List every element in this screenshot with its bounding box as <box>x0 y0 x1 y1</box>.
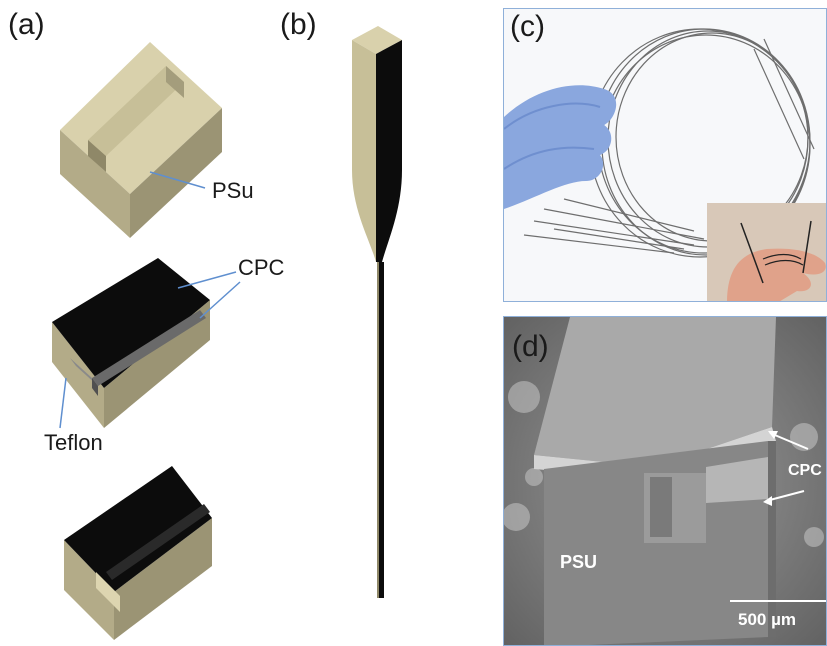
sem-micrograph <box>504 317 826 645</box>
psu-annotation: PSu <box>212 178 254 203</box>
panel-d-sem-image <box>503 316 827 646</box>
teflon-arrow <box>59 377 67 429</box>
panel-c-photo <box>503 8 827 302</box>
psu-arrow <box>149 171 206 189</box>
panel-a-illustration <box>52 42 241 640</box>
cpc-teflon-block <box>52 258 210 428</box>
teflon-annotation: Teflon <box>44 430 103 455</box>
panel-a-label: (a) <box>8 8 45 41</box>
drawn-fiber <box>377 262 384 598</box>
sealed-block <box>64 466 212 640</box>
scale-bar-label: 500 µm <box>738 610 796 629</box>
preform-cpc-side <box>376 40 402 262</box>
fiber-coil-photo <box>504 28 815 258</box>
inset-finger-photo <box>707 203 826 301</box>
panel-d-label: (d) <box>512 330 549 363</box>
sem-cpc-label: CPC <box>788 462 822 479</box>
panel-b-label: (b) <box>280 8 317 41</box>
cpc-arrow-2 <box>199 281 241 319</box>
psu-grooved-block <box>60 42 222 238</box>
preform-psu-side <box>352 40 376 262</box>
preform-top <box>352 26 402 54</box>
panel-c-label: (c) <box>510 10 545 43</box>
cpc-annotation: CPC <box>238 255 285 280</box>
panel-b-fiber-illustration <box>352 26 402 598</box>
sem-psu-label: PSU <box>560 552 598 572</box>
cpc-arrow-1 <box>177 271 237 289</box>
